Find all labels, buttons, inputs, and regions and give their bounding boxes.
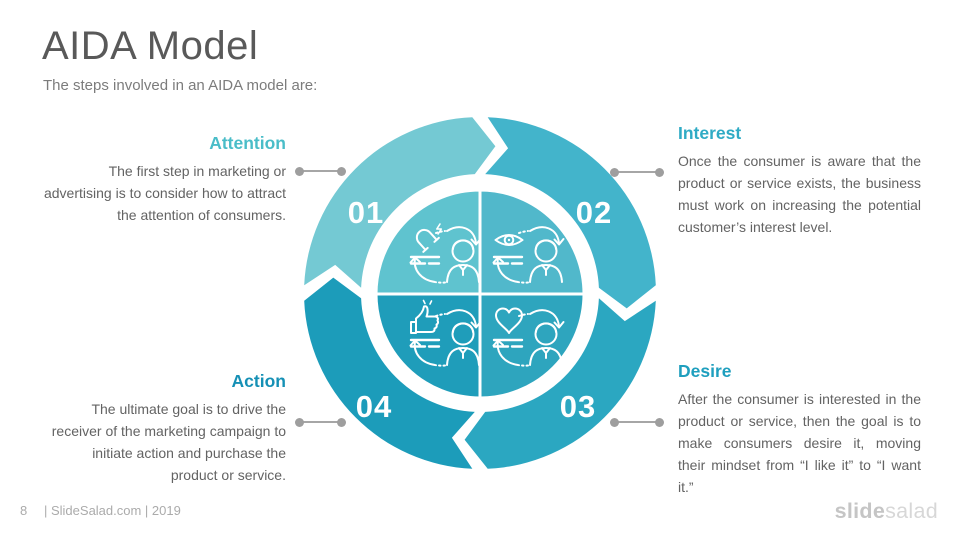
heart-icon (495, 307, 523, 334)
segment-action-04 (304, 277, 475, 469)
segment-attention-01 (304, 117, 496, 288)
thumbs-up-icon (410, 299, 440, 334)
connector-action (295, 417, 346, 427)
aida-cycle-diagram: 01 02 03 04 (304, 117, 656, 469)
step-desire-heading: Desire (678, 361, 732, 381)
magnet-icon (415, 223, 443, 253)
eye-icon (494, 234, 524, 246)
slidesalad-logo: slidesalad (835, 499, 938, 524)
step-interest-heading: Interest (678, 123, 742, 143)
interest-quadrant-icon (492, 226, 565, 284)
step-desire-description: After the consumer is interested in the … (678, 391, 921, 495)
slide-subtitle: The steps involved in an AIDA model are: (43, 77, 318, 94)
attention-quadrant-icon (409, 223, 482, 284)
slide-title: AIDA Model (42, 24, 259, 68)
connector-interest (610, 167, 664, 177)
segment-interest-02 (485, 117, 656, 309)
step-block-action: Action The ultimate goal is to drive the… (43, 371, 286, 486)
logo-bold-part: slide (834, 499, 886, 523)
connector-attention (295, 166, 346, 176)
step-interest-description: Once the consumer is aware that the prod… (678, 153, 921, 235)
step-number-03: 03 (560, 389, 596, 424)
footer-credit: | SlideSalad.com | 2019 (44, 503, 181, 518)
step-number-04: 04 (356, 389, 392, 424)
step-action-description: The ultimate goal is to drive the receiv… (51, 401, 286, 483)
inner-quadrant-interest (478, 188, 586, 296)
page-number: 8 (20, 503, 28, 518)
step-attention-description: The first step in marketing or advertisi… (43, 163, 286, 223)
step-number-02: 02 (576, 195, 612, 230)
step-number-01: 01 (348, 195, 384, 230)
step-action-heading: Action (231, 371, 286, 391)
logo-light-part: salad (885, 499, 938, 523)
segment-desire-03 (464, 298, 656, 469)
step-block-desire: Desire After the consumer is interested … (678, 361, 921, 498)
desire-quadrant-icon (492, 307, 565, 367)
step-block-attention: Attention The first step in marketing or… (43, 133, 286, 226)
step-block-interest: Interest Once the consumer is aware that… (678, 123, 921, 238)
step-attention-heading: Attention (209, 133, 286, 153)
connector-desire (610, 417, 664, 427)
action-quadrant-icon (409, 299, 482, 367)
